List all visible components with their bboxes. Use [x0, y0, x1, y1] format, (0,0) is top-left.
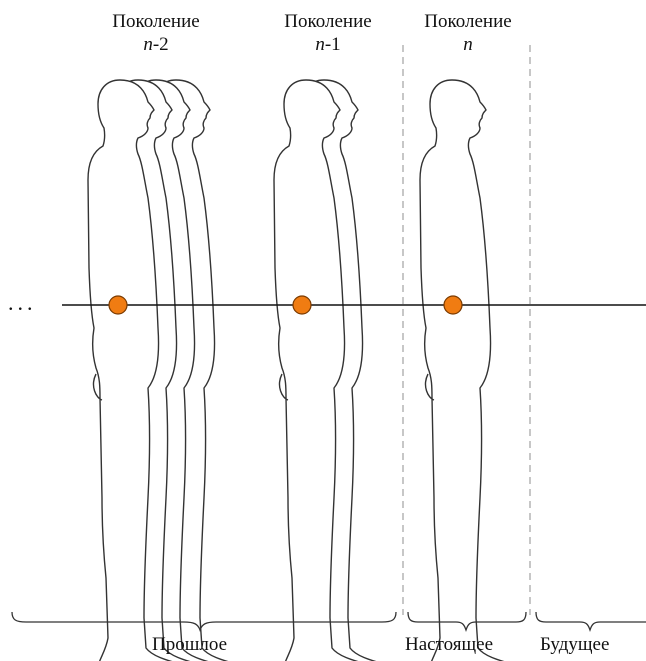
- generation-n-figures: [420, 80, 518, 661]
- timeline-ellipsis: ...: [8, 290, 37, 316]
- generation-n-minus-1-figures: [274, 80, 390, 661]
- period-label-future: Будущее: [540, 634, 609, 656]
- generation-marker: [444, 296, 462, 314]
- person-figure: [420, 80, 518, 661]
- brace-future: [536, 612, 646, 630]
- generation-marker: [109, 296, 127, 314]
- generation-marker: [293, 296, 311, 314]
- period-label-past: Прошлое: [152, 634, 227, 656]
- generation-n-minus-2-figures: [88, 80, 242, 661]
- period-label-present: Настоящее: [405, 634, 493, 656]
